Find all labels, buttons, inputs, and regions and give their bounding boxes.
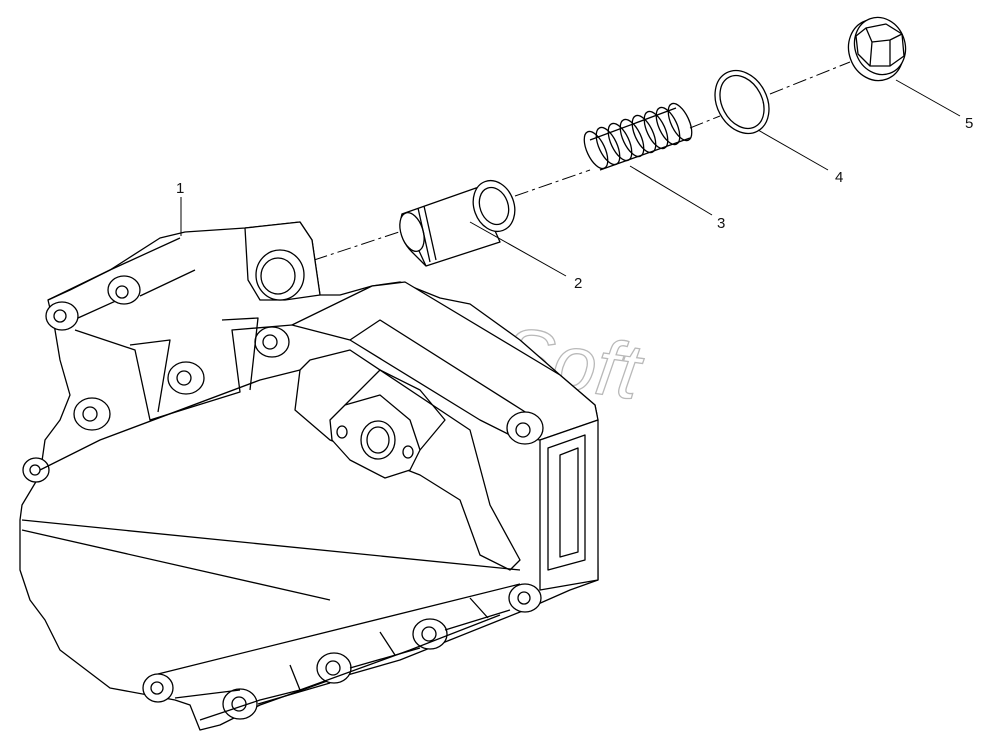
callout-1: 1 [176,180,184,197]
callout-2: 2 [574,275,582,292]
valve-sleeve-icon [399,179,516,267]
valve-cover-housing-icon [19,221,599,731]
sealing-ring-icon [714,69,770,135]
callout-3: 3 [717,215,725,232]
callout-5: 5 [965,115,973,132]
leader-lines [180,79,961,277]
callout-4: 4 [835,169,843,186]
coil-spring-icon [583,102,693,171]
hex-plug-icon [847,16,907,82]
